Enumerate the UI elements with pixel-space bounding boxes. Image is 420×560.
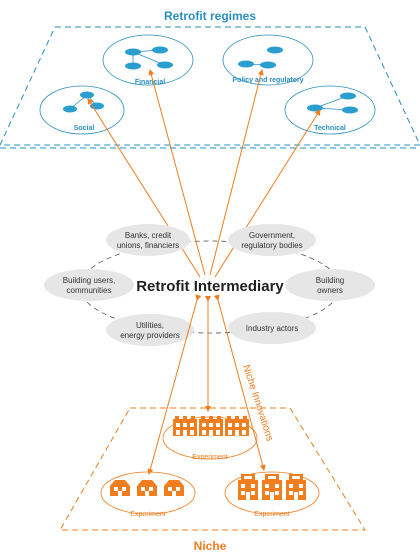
svg-text:Building users,: Building users, (63, 276, 115, 285)
svg-text:unions, financiers: unions, financiers (117, 241, 179, 250)
actor-utilities: Utilities, energy providers (106, 314, 194, 346)
regime-policy: Policy and regulatory (222, 34, 314, 86)
regime-social-label: Social (74, 125, 95, 132)
experiment-top: Experiment (162, 416, 258, 461)
svg-text:Experiment: Experiment (254, 511, 289, 518)
actor-owners: Building owners (285, 269, 375, 301)
regime-plane (0, 26, 420, 146)
regime-level: Retrofit regimes Financial Policy and re… (0, 9, 420, 146)
svg-text:energy providers: energy providers (120, 331, 180, 340)
actor-government: Government, regulatory bodies (228, 224, 316, 256)
svg-text:Experiment: Experiment (130, 511, 165, 518)
regime-policy-label: Policy and regulatory (232, 77, 303, 84)
niche-title: Niche (194, 539, 227, 553)
actor-users: Building users, communities (44, 269, 134, 301)
experiment-right: Experiment (224, 471, 320, 518)
regime-title: Retrofit regimes (164, 9, 256, 23)
regime-social: Social (39, 85, 125, 135)
actor-industry: Industry actors (228, 312, 316, 344)
svg-text:Building: Building (316, 276, 344, 285)
svg-text:Government,: Government, (249, 231, 295, 240)
regime-financial-label: Financial (135, 79, 165, 86)
svg-text:Banks, credit: Banks, credit (125, 231, 172, 240)
svg-text:owners: owners (317, 286, 343, 295)
svg-text:regulatory bodies: regulatory bodies (241, 241, 302, 250)
regime-technical: Technical (284, 85, 376, 135)
experiment-left: Experiment (100, 471, 196, 518)
intermediary-title: Retrofit Intermediary (136, 278, 284, 295)
actor-banks: Banks, credit unions, financiers (106, 224, 190, 256)
svg-text:Experiment: Experiment (192, 454, 227, 461)
regime-financial: Financial (102, 34, 194, 86)
intermediary-level: Banks, credit unions, financiers Governm… (44, 69, 375, 346)
regime-technical-label: Technical (314, 125, 346, 132)
svg-text:communities: communities (67, 286, 112, 295)
svg-text:Utilities,: Utilities, (136, 321, 164, 330)
svg-text:Industry actors: Industry actors (246, 324, 298, 333)
niche-level: Niche Experiment Experiment Experiment (59, 407, 366, 553)
niche-plane (59, 407, 366, 531)
